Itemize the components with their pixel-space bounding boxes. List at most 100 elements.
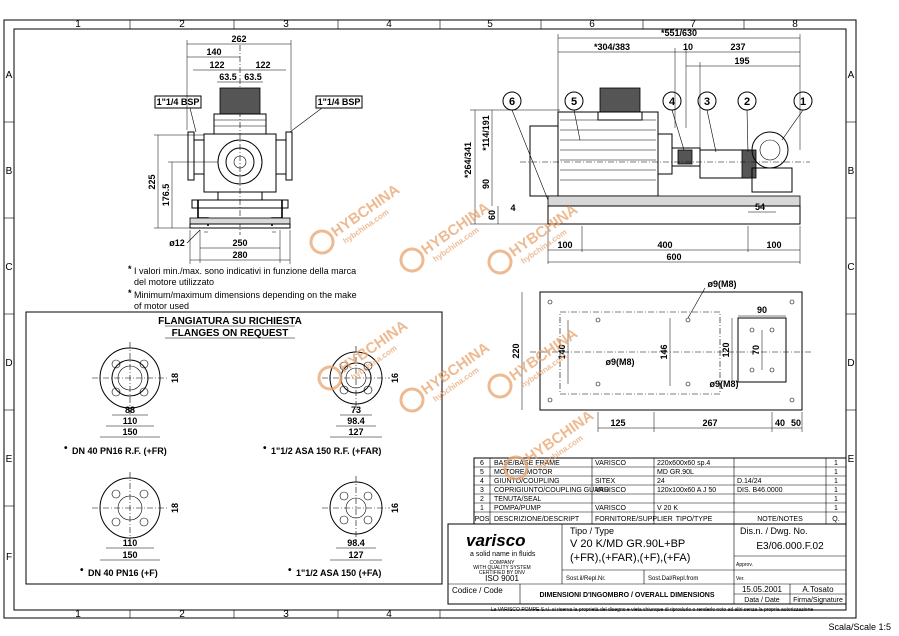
f2-dim-127: 127 — [348, 427, 363, 437]
dimension-notes: * I valori min./max. sono indicativi in … — [128, 264, 357, 311]
bom-cell-type: 220x600x60 sp.4 — [657, 460, 710, 467]
dim-250: 250 — [232, 238, 247, 248]
callout-2: 2 — [744, 96, 750, 108]
bom-cell-pos: 3 — [480, 487, 484, 494]
brand-logo: varisco — [466, 531, 526, 550]
cert-line3: CERTIFIED BY DNV — [479, 570, 526, 576]
dim-122-left: 122 — [209, 60, 224, 70]
tipo-line1: V 20 K/MD GR.90L+BP — [570, 538, 685, 550]
bom-cell-desc: POMPA/PUMP — [494, 505, 541, 512]
col-label: 4 — [386, 19, 392, 30]
scale-label: Scala/Scale 1:5 — [828, 622, 891, 632]
dim-262: 262 — [231, 34, 246, 44]
row-label: E — [6, 454, 13, 465]
dim-176.5: 176.5 — [161, 184, 171, 207]
dim-60: 60 — [487, 210, 497, 220]
bom-cell-supplier: VARISCO — [595, 487, 627, 494]
bom-row: 2 TENUTA/SEAL 1 — [480, 496, 838, 503]
flanges-title-en: FLANGES ON REQUEST — [172, 328, 289, 339]
col-label: 1 — [75, 19, 81, 30]
row-label: A — [6, 70, 13, 81]
bom-cell-pos: 5 — [480, 469, 484, 476]
dim-50: 50 — [791, 418, 801, 428]
sost-dal: Sost.Dal/Repl.from — [648, 576, 698, 582]
callout-1: 1 — [800, 96, 806, 108]
callout-3: 3 — [704, 96, 710, 108]
f1-dim-88: 88 — [125, 405, 135, 415]
bom-cell-pos: 2 — [480, 496, 484, 503]
f2-label: 1"1/2 ASA 150 R.F. (+FAR) — [271, 446, 381, 456]
bom-cell-note: DIS. B46.0000 — [737, 487, 783, 494]
grid-column-labels: 1 2 3 4 5 6 7 8 1 2 3 4 — [75, 19, 798, 620]
dim-4: 4 — [510, 203, 515, 213]
bom-cell-q: 1 — [834, 496, 838, 503]
bom-cell-pos: 6 — [480, 460, 484, 467]
bom-cell-q: 1 — [834, 460, 838, 467]
bom-cell-desc: GIUNTO/COUPLING — [494, 478, 560, 485]
svg-text:•: • — [80, 565, 84, 576]
sost-il: Sost.il/Repl.Nr. — [566, 576, 606, 582]
row-label: A — [848, 70, 855, 81]
dwg-label: Dis.n. / Dwg. No. — [740, 526, 808, 536]
f4-label: 1"1/2 ASA 150 (+FA) — [296, 568, 381, 578]
bom-cell-pos: 1 — [480, 505, 484, 512]
dim-90: 90 — [481, 179, 491, 189]
bom-cell-q: 1 — [834, 487, 838, 494]
callout-4: 4 — [669, 96, 676, 108]
f4-dim-98.4: 98.4 — [347, 538, 365, 548]
note-it-line2: del motore utilizzato — [134, 277, 214, 287]
bom-header-type: TIPO/TYPE — [676, 516, 713, 523]
svg-text:*: * — [128, 288, 132, 298]
dwg-number: E3/06.000.F.02 — [756, 541, 824, 552]
title-block: varisco a solid name in fluids COMPANY W… — [447, 523, 847, 613]
svg-text:•: • — [288, 565, 292, 576]
tipo-line2: (+FR),(+FAR),(+F),(+FA) — [570, 552, 690, 564]
svg-text:*: * — [128, 264, 132, 274]
dim-120-plan: 120 — [721, 342, 731, 357]
dim-70: 70 — [751, 345, 761, 355]
f4-dim-127: 127 — [348, 550, 363, 560]
row-label: D — [5, 358, 12, 369]
dim-40: 40 — [775, 418, 785, 428]
row-label: C — [847, 262, 854, 273]
dim-551-630: *551/630 — [661, 28, 697, 38]
watermark-layer: HYBCHINA hybchina.com HYBCHINA hybchina.… — [309, 181, 597, 481]
f4-dim-16: 16 — [390, 503, 400, 513]
col-label: 1 — [75, 609, 81, 620]
brand-tagline: a solid name in fluids — [470, 551, 536, 558]
bom-header-q: Q. — [832, 516, 839, 523]
dim-146: 146 — [659, 344, 669, 359]
grid-ticks — [4, 20, 856, 618]
flange-f: 18 110 150 • DN 40 PN16 (+F) — [80, 472, 180, 578]
f2-dim-98.4: 98.4 — [347, 416, 365, 426]
cert-line1: COMPANY — [490, 560, 516, 566]
f3-dim-150: 150 — [122, 550, 137, 560]
cert-line4: ISO 9001 — [485, 574, 519, 583]
row-label: F — [6, 552, 12, 563]
row-label: B — [848, 166, 855, 177]
flanges-title-it: FLANGIATURA SU RICHIESTA — [158, 316, 302, 327]
drawing-subject: DIMENSIONI D'INGOMBRO / OVERALL DIMENSIO… — [540, 592, 715, 599]
flange-fr: 18 88 110 150 • DN 40 PN16 R.F. (+FR) — [64, 342, 180, 456]
bsp-label-left: 1"1/4 BSP — [157, 97, 200, 107]
bom-cell-type: 24 — [657, 478, 665, 485]
dim-600: 600 — [666, 252, 681, 262]
svg-text:•: • — [263, 443, 267, 454]
bom-cell-type: V 20 K — [657, 505, 678, 512]
f3-dim-110: 110 — [123, 538, 138, 548]
bom-cell-supplier: VARISCO — [595, 460, 627, 467]
grid-row-labels: A B C D E F A B C D E — [5, 70, 854, 563]
bom-cell-desc: TENUTA/SEAL — [494, 496, 541, 503]
legal-notice: La VARISCO POMPE S.r.l. si riserva la pr… — [491, 607, 814, 613]
cert-line2: WITH QUALITY SYSTEM — [473, 565, 530, 571]
dim-225: 225 — [147, 174, 157, 189]
dim-304-383: *304/383 — [594, 42, 630, 52]
dim-237: 237 — [730, 42, 745, 52]
dim-140-plan: 140 — [557, 344, 567, 359]
sheet-outer-border — [3, 19, 857, 619]
f3-dim-18: 18 — [170, 503, 180, 513]
col-label: 4 — [386, 609, 392, 620]
